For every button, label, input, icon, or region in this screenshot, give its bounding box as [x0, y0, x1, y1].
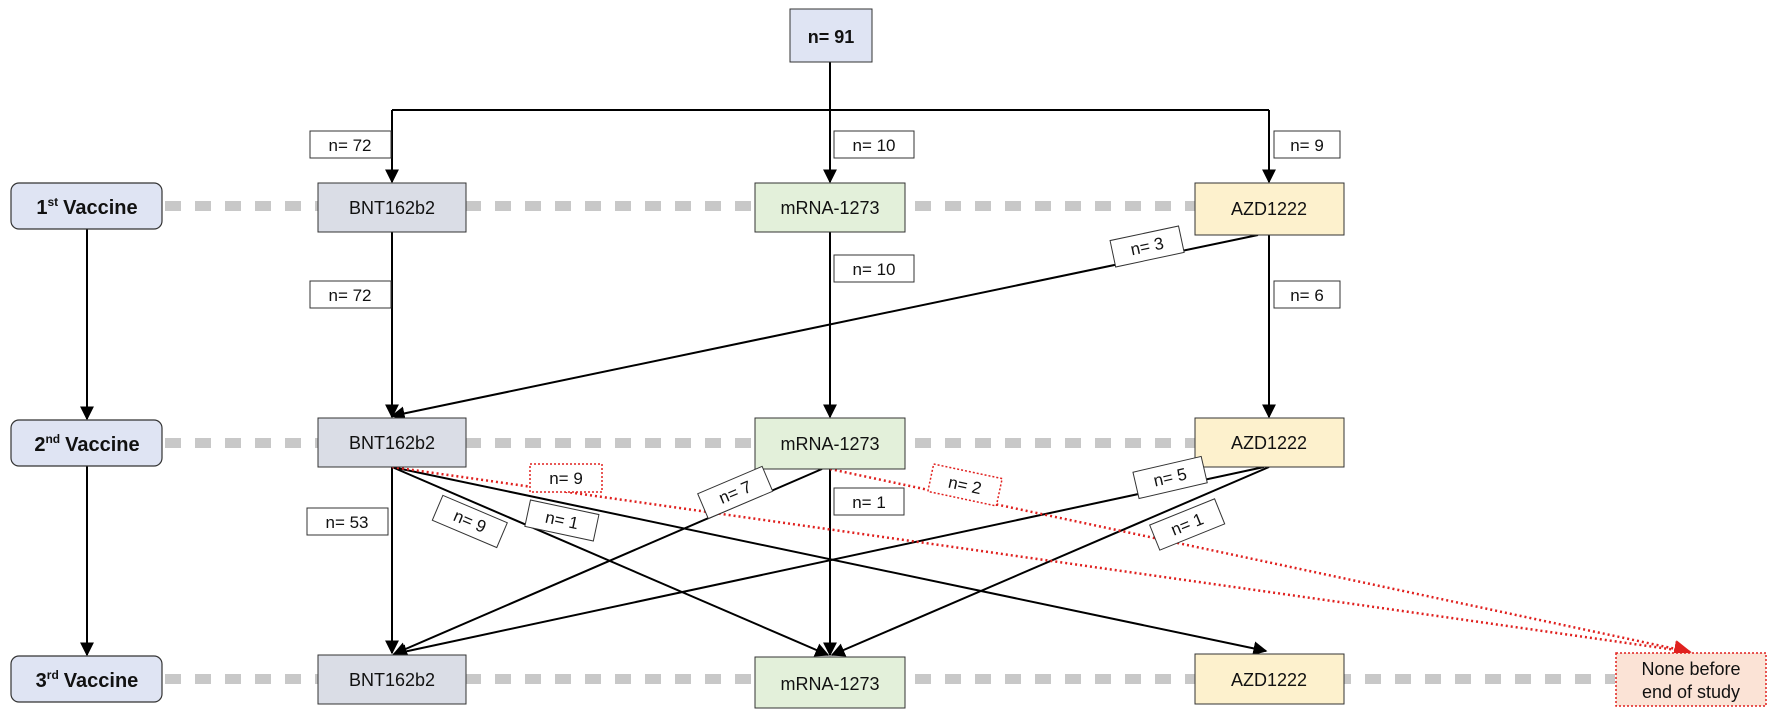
stage-2-suffix: nd	[45, 432, 60, 446]
node-mrna-dose3-label: mRNA-1273	[780, 674, 879, 694]
count-label-bnt1-bnt2: n= 72	[309, 280, 392, 309]
count-label-bnt2-none: n= 9	[529, 463, 603, 493]
stage-1-word: Vaccine	[63, 197, 138, 219]
count-label-azd2-bnt3: n= 5	[1132, 455, 1208, 500]
root-label: n= 91	[808, 27, 855, 47]
edges-1-2	[385, 232, 1276, 421]
node-azd-dose1: AZD1222	[1194, 182, 1345, 236]
stage-2-number: 2	[34, 434, 45, 456]
count-label-bnt2-bnt3: n= 53	[306, 507, 389, 536]
edge-azd1-bnt2	[390, 234, 1259, 421]
root-node: n= 91	[789, 8, 873, 63]
count-label-root-azd1: n= 9	[1273, 130, 1341, 159]
node-bnt-dose2-label: BNT162b2	[349, 433, 435, 453]
svg-text:n= 6: n= 6	[1290, 286, 1324, 305]
count-label-bnt2-azd3: n= 1	[524, 499, 600, 542]
stage-1-number: 1	[36, 197, 47, 219]
node-none-before-end: None before end of study	[1615, 652, 1767, 707]
count-label-azd1-azd2: n= 6	[1273, 280, 1341, 309]
node-azd-dose3: AZD1222	[1194, 653, 1345, 705]
count-label-root-mrna1: n= 10	[833, 130, 915, 159]
stage-node-1: 1st Vaccine	[10, 182, 163, 230]
node-none-line1: None before	[1641, 659, 1740, 679]
stage-3-word: Vaccine	[64, 670, 139, 692]
root-branches	[385, 62, 1276, 184]
count-label-mrna2-none: n= 2	[926, 463, 1004, 507]
stage-3-number: 3	[36, 670, 47, 692]
edges-2-3	[385, 466, 1270, 659]
svg-text:n= 72: n= 72	[328, 136, 371, 155]
node-bnt-dose2: BNT162b2	[317, 417, 467, 468]
svg-text:n= 1: n= 1	[852, 493, 886, 512]
count-label-bnt2-mrna3: n= 9	[431, 494, 508, 549]
edges-to-none	[391, 465, 1692, 659]
svg-text:n= 10: n= 10	[852, 136, 895, 155]
node-mrna-dose1: mRNA-1273	[754, 182, 906, 233]
node-mrna-dose3: mRNA-1273	[754, 656, 906, 709]
node-azd-dose2-label: AZD1222	[1231, 433, 1307, 453]
node-mrna-dose1-label: mRNA-1273	[780, 198, 879, 218]
svg-text:n= 53: n= 53	[325, 513, 368, 532]
count-label-mrna2-mrna3: n= 1	[833, 487, 905, 516]
node-bnt-dose3-label: BNT162b2	[349, 670, 435, 690]
svg-text:n= 9: n= 9	[549, 469, 583, 488]
node-bnt-dose1-label: BNT162b2	[349, 198, 435, 218]
stage-2-word: Vaccine	[65, 434, 140, 456]
node-none-line2: end of study	[1642, 682, 1740, 702]
svg-text:n= 72: n= 72	[328, 286, 371, 305]
count-label-azd2-mrna3: n= 1	[1149, 498, 1226, 551]
edge-bnt2-none	[391, 465, 1692, 659]
svg-text:n= 10: n= 10	[852, 260, 895, 279]
stage-node-2: 2nd Vaccine	[10, 419, 163, 467]
stage-1-suffix: st	[47, 195, 58, 209]
stage-3-suffix: rd	[47, 668, 59, 682]
node-azd-dose2: AZD1222	[1194, 417, 1345, 468]
node-bnt-dose3: BNT162b2	[317, 654, 467, 705]
node-azd-dose3-label: AZD1222	[1231, 670, 1307, 690]
svg-text:n= 9: n= 9	[1290, 136, 1324, 155]
count-label-azd1-bnt2: n= 3	[1109, 225, 1185, 268]
stage-node-3: 3rd Vaccine	[10, 655, 163, 703]
count-label-mrna2-bnt3: n= 7	[697, 465, 774, 520]
node-azd-dose1-label: AZD1222	[1231, 199, 1307, 219]
node-mrna-dose2: mRNA-1273	[754, 417, 906, 470]
count-label-root-bnt1: n= 72	[309, 130, 392, 159]
node-mrna-dose2-label: mRNA-1273	[780, 434, 879, 454]
edge-azd2-bnt3	[392, 466, 1265, 659]
count-label-mrna1-mrna2: n= 10	[833, 254, 915, 283]
node-bnt-dose1: BNT162b2	[317, 182, 467, 233]
